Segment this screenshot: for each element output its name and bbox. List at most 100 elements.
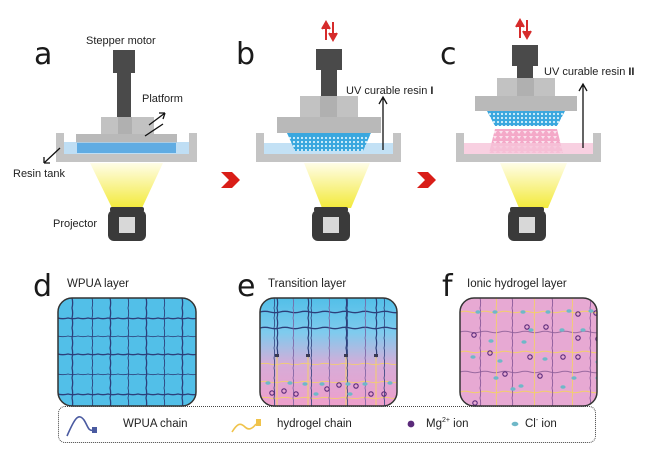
platform-base	[475, 96, 577, 111]
wpua-chain	[91, 298, 94, 406]
hydrogel-chain	[495, 298, 498, 406]
resin-numeral: I	[430, 85, 434, 97]
mg-ion	[324, 386, 330, 392]
cl-ion	[313, 392, 319, 396]
cl-ion	[470, 355, 476, 359]
mg-ion	[527, 354, 533, 360]
hydrogel-chain	[460, 350, 597, 354]
wpua-chain	[71, 298, 74, 406]
hydrogel-chain	[479, 298, 482, 406]
stepper-motor	[512, 45, 538, 66]
mg-ion	[353, 383, 359, 389]
down-arrow-icon	[328, 22, 338, 43]
hydrogel-chain	[571, 298, 574, 406]
platform-arrow	[148, 112, 166, 126]
uv-light-beam	[304, 163, 370, 208]
cl-ion	[518, 384, 524, 388]
cl-ion	[520, 310, 526, 314]
cl-ion	[559, 328, 565, 332]
ion-text: ion	[538, 417, 557, 430]
printer-c	[456, 17, 601, 241]
mg-ion	[472, 400, 478, 406]
wpua-chain	[276, 298, 279, 359]
cl-ion	[545, 310, 551, 314]
hydrogel-chain	[260, 396, 397, 400]
cl-ion	[510, 387, 516, 391]
wpua-chain	[260, 326, 397, 330]
ionic-hydrogel-layer-box	[459, 297, 598, 407]
label-uv-resin-II: UV curable resin II	[544, 67, 635, 78]
wpua-chain	[273, 298, 276, 406]
chain-anchor	[374, 354, 378, 357]
ion-text: ion	[449, 417, 469, 430]
platform-base	[76, 134, 177, 143]
label-uv-resin-I: UV curable resin I	[346, 86, 433, 97]
chain-anchor	[275, 354, 279, 357]
cl-charge: -	[535, 417, 539, 424]
cl-ion-icon	[511, 421, 519, 427]
mg-ion	[537, 373, 543, 379]
cl-ion	[488, 339, 494, 343]
panel-letter-f: f	[442, 269, 453, 304]
stepper-motor	[316, 49, 342, 70]
mg-ion-icon	[407, 420, 415, 428]
height-arrow	[378, 95, 388, 150]
panel-letter-e: e	[237, 269, 256, 304]
wpua-chain	[307, 298, 310, 359]
mg-ion	[336, 382, 342, 388]
wpua-chain	[310, 298, 313, 406]
step-arrow-icon	[221, 172, 240, 188]
cl-ion	[492, 310, 498, 314]
mg-ion	[575, 354, 581, 360]
transition-layer-box	[259, 297, 398, 407]
cl-ion	[362, 382, 368, 386]
resin-label-text: UV curable resin	[544, 66, 629, 78]
wpua-chain	[181, 298, 184, 406]
wpua-chain	[375, 298, 378, 359]
cl-ion	[580, 328, 586, 332]
hydrogel-chain	[589, 298, 592, 406]
resin-label-text: UV curable resin	[346, 85, 431, 97]
cl-ion	[265, 381, 271, 385]
cl-ion	[571, 376, 577, 380]
cl-ion	[497, 359, 503, 363]
cl-ion	[528, 328, 534, 332]
mg-ion	[487, 350, 493, 356]
wpua-chain	[58, 353, 196, 356]
panel-letter-d: d	[33, 269, 53, 304]
title-ionic-hydrogel-layer: Ionic hydrogel layer	[467, 278, 567, 290]
stepper-motor	[113, 50, 135, 73]
wpua-chain	[145, 298, 148, 406]
panel-letter-a: a	[34, 37, 53, 72]
mg-ion	[269, 390, 275, 396]
mg-ion	[575, 335, 581, 341]
printed-wpua-part	[287, 133, 371, 151]
cl-ion	[493, 376, 499, 380]
cl-ion	[588, 309, 594, 313]
hydrogel-chain	[460, 390, 597, 394]
mg-ion	[524, 324, 530, 330]
chain-anchor	[344, 354, 348, 357]
hydrogel-chain	[460, 330, 597, 334]
cl-ion	[287, 381, 293, 385]
printed-wpua-part	[487, 111, 565, 126]
label-resin-tank: Resin tank	[13, 168, 65, 180]
hydrogel-chain	[460, 310, 597, 314]
resin-pink	[464, 143, 593, 154]
mg-ion	[575, 311, 581, 317]
printer-diagrams	[43, 17, 601, 241]
wpua-chain	[346, 298, 349, 406]
chain-anchor	[306, 354, 310, 357]
cl-ion	[566, 309, 572, 313]
layer-diagrams	[57, 297, 598, 407]
cl-ion	[595, 360, 597, 364]
mg-ion	[368, 391, 374, 397]
wpua-chain	[58, 393, 196, 396]
title-transition-layer: Transition layer	[268, 278, 347, 290]
cl-ion	[560, 385, 566, 389]
wpua-chain-icon	[66, 416, 97, 437]
cl-ion	[319, 382, 325, 386]
mg-ion	[471, 332, 477, 338]
mg-ion	[543, 324, 549, 330]
wpua-chain	[109, 298, 112, 406]
